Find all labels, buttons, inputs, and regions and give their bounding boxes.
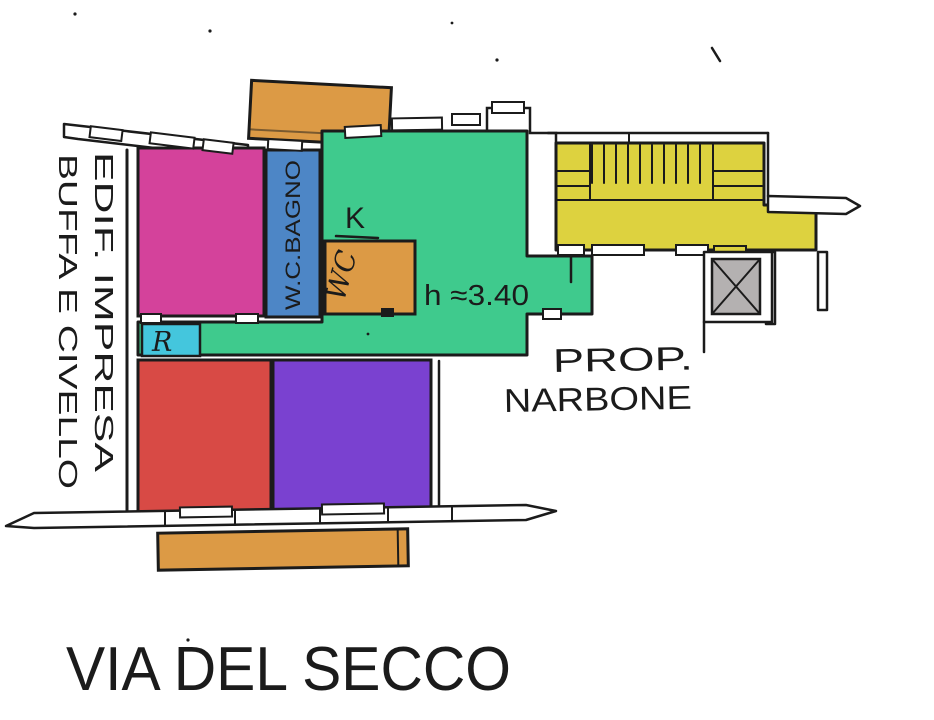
street-label: VIA DEL SECCO <box>66 635 511 704</box>
window-marker <box>201 138 235 155</box>
room-magenta <box>136 146 266 318</box>
window-marker <box>88 125 124 143</box>
window-marker <box>178 505 234 519</box>
door-opening <box>557 244 585 256</box>
window-marker <box>390 116 444 132</box>
room-red <box>136 358 273 515</box>
building-label-left: EDIF. IMPRESA BUFFA E CIVELLO <box>53 152 119 489</box>
door-opening <box>235 313 259 324</box>
elevator-x-icon <box>711 258 761 315</box>
window-marker <box>343 124 383 139</box>
scan-speckles <box>73 12 722 642</box>
window-marker <box>266 138 304 152</box>
neighbor-label-line1: PROP. <box>552 340 693 379</box>
building-label-line1: EDIF. IMPRESA <box>89 152 119 473</box>
door-opening <box>675 244 709 256</box>
wall-bottom-ticks <box>164 506 453 527</box>
door-opening <box>591 244 645 256</box>
kitchen-label-underline <box>334 234 380 240</box>
balcony-bottom <box>156 527 410 572</box>
window-marker <box>320 502 386 516</box>
door-marker-wc <box>381 308 394 317</box>
door-opening-entry <box>542 308 562 320</box>
kitchen-label: K <box>345 202 365 235</box>
neighbor-label-line2: NARBONE <box>503 379 692 419</box>
room-wc-orange <box>323 239 417 316</box>
window-marker <box>148 131 196 150</box>
window-marker <box>451 113 481 126</box>
wall-jut-right <box>766 194 862 216</box>
bathroom-label: W.C.BAGNO <box>282 160 305 310</box>
height-note: h ≈3.40 <box>424 280 529 312</box>
wall-bottom <box>4 503 558 530</box>
r-label: R <box>151 327 172 358</box>
building-label-line2: BUFFA E CIVELLO <box>53 154 83 489</box>
windows-top <box>88 101 525 155</box>
stair-treads <box>556 133 763 201</box>
wall-step-top-right <box>485 106 558 145</box>
door-opening <box>140 313 162 324</box>
room-purple <box>271 358 433 515</box>
wall-fragment <box>816 250 829 312</box>
room-storage-cyan <box>140 322 202 358</box>
window-marker <box>491 101 525 114</box>
